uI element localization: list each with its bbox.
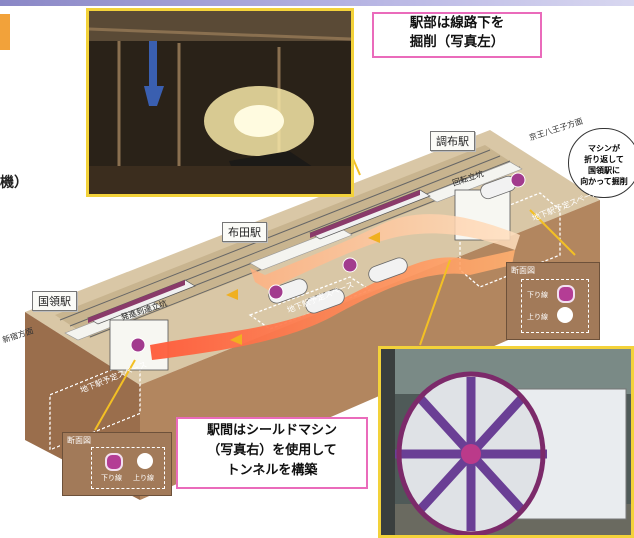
shield-marker-2 — [268, 284, 284, 300]
cross-section-left-frame — [91, 447, 165, 489]
callout-shield: 駅間はシールドマシン （写真右）を使用して トンネルを構築 — [176, 417, 368, 489]
cross-section-right-down-label: 下り線 — [527, 291, 548, 299]
direction-arrow-2 — [368, 232, 380, 243]
station-box-kokuryo — [49, 357, 141, 451]
direction-arrow-3 — [230, 334, 242, 345]
train-right — [309, 189, 431, 240]
callout-excavation-line1: 駅部は線路下を — [409, 15, 505, 31]
cross-section-right: 断面図 下り線 上り線 — [506, 262, 600, 340]
bubble-line3: 国領駅に — [588, 166, 620, 175]
cross-section-left-down-label: 下り線 — [101, 474, 122, 482]
tunnel-arrow-upper — [250, 214, 520, 290]
tunnel-section-icon — [557, 307, 573, 323]
shield-marker-1 — [130, 337, 146, 353]
excavation-photo — [86, 8, 354, 197]
callout-shield-line1: 駅間はシールドマシン — [206, 423, 337, 438]
cross-section-left: 断面図 下り線 上り線 — [62, 432, 172, 496]
direction-arrow-1 — [226, 289, 238, 300]
tunnel-section-icon-left — [137, 453, 153, 469]
shield-marker-4 — [510, 172, 526, 188]
train-left — [87, 279, 196, 325]
orange-accent-bar — [0, 14, 10, 50]
tunnel-segment-3 — [368, 257, 408, 283]
cross-section-left-title: 断面図 — [67, 436, 91, 445]
callout-shield-line3: トンネルを構築 — [226, 463, 318, 478]
pointer-line-right — [529, 209, 576, 256]
cross-section-right-frame — [521, 279, 589, 333]
cross-section-left-up-label: 上り線 — [133, 474, 154, 482]
bubble-line2: 折り返して — [584, 155, 624, 164]
pointer-line-bottom — [419, 259, 451, 346]
callout-shield-line2: （写真右）を使用して — [207, 443, 337, 458]
platform-fuda — [249, 227, 353, 271]
station-box-chofu — [459, 192, 561, 288]
shield-section-icon — [557, 285, 575, 303]
shield-section-icon-left — [105, 453, 123, 471]
cross-section-right-up-label: 上り線 — [527, 313, 548, 321]
cross-section-right-title: 断面図 — [511, 266, 535, 275]
shield-machine-photo — [378, 346, 634, 538]
station-label-kokuryo: 国領駅 — [32, 291, 77, 311]
callout-excavation-line2: 掘削（写真左） — [409, 34, 505, 50]
top-accent-bar — [0, 0, 634, 6]
shield-marker-3 — [342, 257, 358, 273]
tunnel-segment-2 — [305, 288, 345, 314]
turnaround-bubble: マシンが 折り返して 国領駅に 向かって掘削 — [568, 128, 634, 198]
pointer-line-left — [94, 359, 136, 431]
station-label-fuda: 布田駅 — [222, 222, 267, 242]
platform-chofu — [424, 161, 523, 203]
callout-excavation: 駅部は線路下を 掘削（写真左） — [372, 12, 542, 58]
bubble-line1: マシンが — [588, 144, 620, 153]
left-text-fragment: 機） — [0, 175, 28, 191]
bubble-line4: 向かって掘削 — [580, 177, 628, 186]
station-label-chofu: 調布駅 — [430, 131, 475, 151]
